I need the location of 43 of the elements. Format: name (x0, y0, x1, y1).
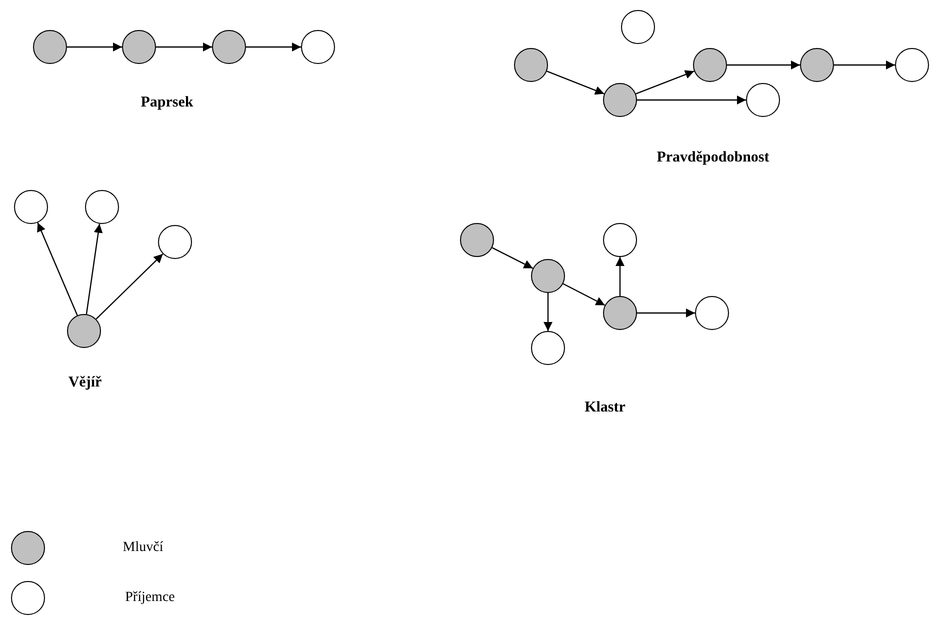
arrow (37, 222, 78, 316)
arrow (727, 60, 800, 70)
arrow (637, 96, 746, 104)
receiver-circle (85, 190, 119, 224)
pattern-title: Klastr (584, 400, 626, 416)
receiver-circle (301, 30, 335, 64)
arrow (67, 42, 122, 52)
pattern-title: Pravděpodobnost (656, 150, 770, 166)
speaker-circle (693, 48, 727, 82)
legend-label: Mluvčí (122, 540, 164, 556)
arrow (492, 247, 534, 269)
speaker-circle (603, 83, 637, 117)
arrow (96, 253, 164, 320)
arrow (546, 70, 604, 95)
pattern-title: Vějíř (68, 374, 102, 392)
pattern-title: Paprsek (140, 94, 194, 112)
speaker-circle (603, 296, 637, 330)
speaker-circle (122, 30, 156, 64)
arrow (834, 60, 895, 70)
receiver-circle (695, 296, 729, 330)
arrow (636, 70, 694, 94)
arrow (616, 257, 624, 296)
receiver-circle (895, 48, 929, 82)
speaker-circle (67, 314, 101, 348)
arrow (562, 283, 606, 306)
speaker-circle (460, 223, 494, 257)
receiver-circle (621, 10, 655, 44)
arrow (544, 293, 552, 331)
arrow (246, 42, 301, 52)
receiver-circle (603, 223, 637, 257)
arrow (637, 308, 695, 318)
arrow (86, 224, 103, 314)
speaker-circle (514, 48, 548, 82)
legend-label: Příjemce (125, 590, 175, 606)
speaker-circle (531, 259, 565, 293)
speaker-circle (33, 30, 67, 64)
arrow (156, 42, 212, 52)
speaker-circle (212, 30, 246, 64)
receiver-circle (14, 190, 48, 224)
receiver-circle (531, 331, 565, 365)
receiver-circle (746, 83, 780, 117)
speaker-circle (800, 48, 834, 82)
receiver-circle (158, 225, 192, 259)
